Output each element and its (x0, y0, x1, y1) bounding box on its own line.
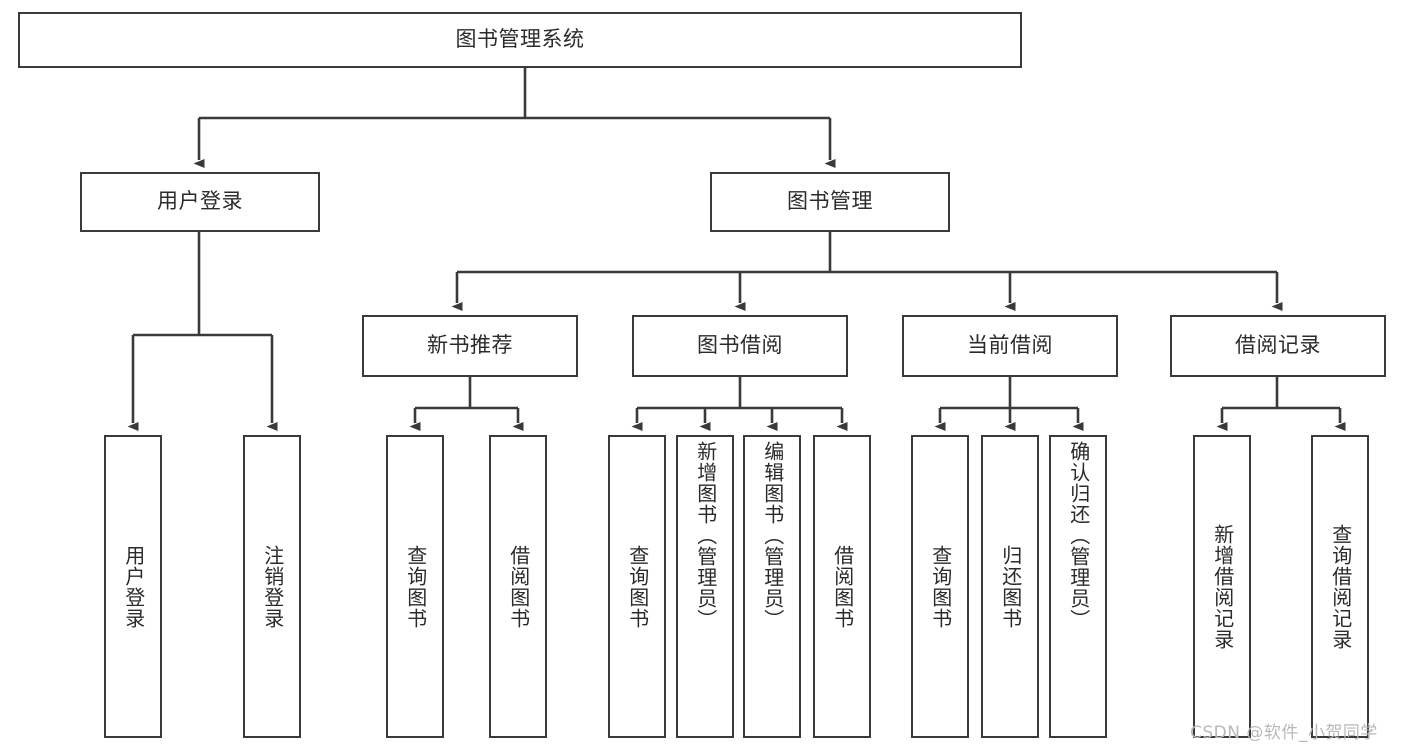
node-borrow-record[interactable]: 借阅记录 (1170, 315, 1386, 377)
node-book-manage-label: 图书管理 (787, 189, 873, 214)
node-leaf-add-record-label: 新增借阅记录 (1210, 523, 1235, 650)
node-root[interactable]: 图书管理系统 (18, 12, 1022, 68)
node-leaf-edit-book-label: 编辑图书（管理员） (760, 441, 785, 630)
node-leaf-borrow-book-1[interactable]: 借阅图书 (489, 435, 547, 738)
node-leaf-query-book-1-label: 查询图书 (403, 544, 428, 629)
node-leaf-return-book-label: 归还图书 (998, 544, 1023, 629)
node-book-borrow-label: 图书借阅 (697, 333, 783, 358)
node-leaf-user-login[interactable]: 用户登录 (104, 435, 162, 738)
node-leaf-borrow-book-1-label: 借阅图书 (506, 544, 531, 629)
node-current-borrow-label: 当前借阅 (967, 333, 1053, 358)
node-leaf-borrow-book-2-label: 借阅图书 (830, 544, 855, 629)
node-leaf-logout-login-label: 注销登录 (260, 544, 285, 629)
node-leaf-query-book-2[interactable]: 查询图书 (608, 435, 666, 738)
node-new-book-recommend-label: 新书推荐 (427, 333, 513, 358)
node-leaf-confirm-return[interactable]: 确认归还（管理员） (1049, 435, 1107, 738)
node-leaf-edit-book[interactable]: 编辑图书（管理员） (743, 435, 801, 738)
node-book-manage[interactable]: 图书管理 (710, 172, 950, 232)
node-leaf-confirm-return-label: 确认归还（管理员） (1066, 441, 1091, 630)
node-root-label: 图书管理系统 (455, 27, 585, 52)
node-leaf-add-record[interactable]: 新增借阅记录 (1193, 435, 1251, 738)
node-new-book-recommend[interactable]: 新书推荐 (362, 315, 578, 377)
node-user-login-label: 用户登录 (157, 189, 243, 214)
node-leaf-logout-login[interactable]: 注销登录 (243, 435, 301, 738)
node-leaf-query-book-3[interactable]: 查询图书 (911, 435, 969, 738)
node-user-login[interactable]: 用户登录 (80, 172, 320, 232)
node-current-borrow[interactable]: 当前借阅 (902, 315, 1118, 377)
node-leaf-borrow-book-2[interactable]: 借阅图书 (813, 435, 871, 738)
node-leaf-return-book[interactable]: 归还图书 (981, 435, 1039, 738)
node-borrow-record-label: 借阅记录 (1235, 333, 1321, 358)
node-leaf-query-record-label: 查询借阅记录 (1328, 523, 1353, 650)
node-leaf-query-book-2-label: 查询图书 (625, 544, 650, 629)
node-leaf-add-book-label: 新增图书（管理员） (693, 441, 718, 630)
node-leaf-user-login-label: 用户登录 (121, 544, 146, 629)
node-leaf-query-book-1[interactable]: 查询图书 (386, 435, 444, 738)
node-leaf-query-book-3-label: 查询图书 (928, 544, 953, 629)
node-leaf-query-record[interactable]: 查询借阅记录 (1311, 435, 1369, 738)
node-leaf-add-book[interactable]: 新增图书（管理员） (676, 435, 734, 738)
node-book-borrow[interactable]: 图书借阅 (632, 315, 848, 377)
csdn-watermark: CSDN @软件_小贺同学 (1190, 723, 1378, 743)
